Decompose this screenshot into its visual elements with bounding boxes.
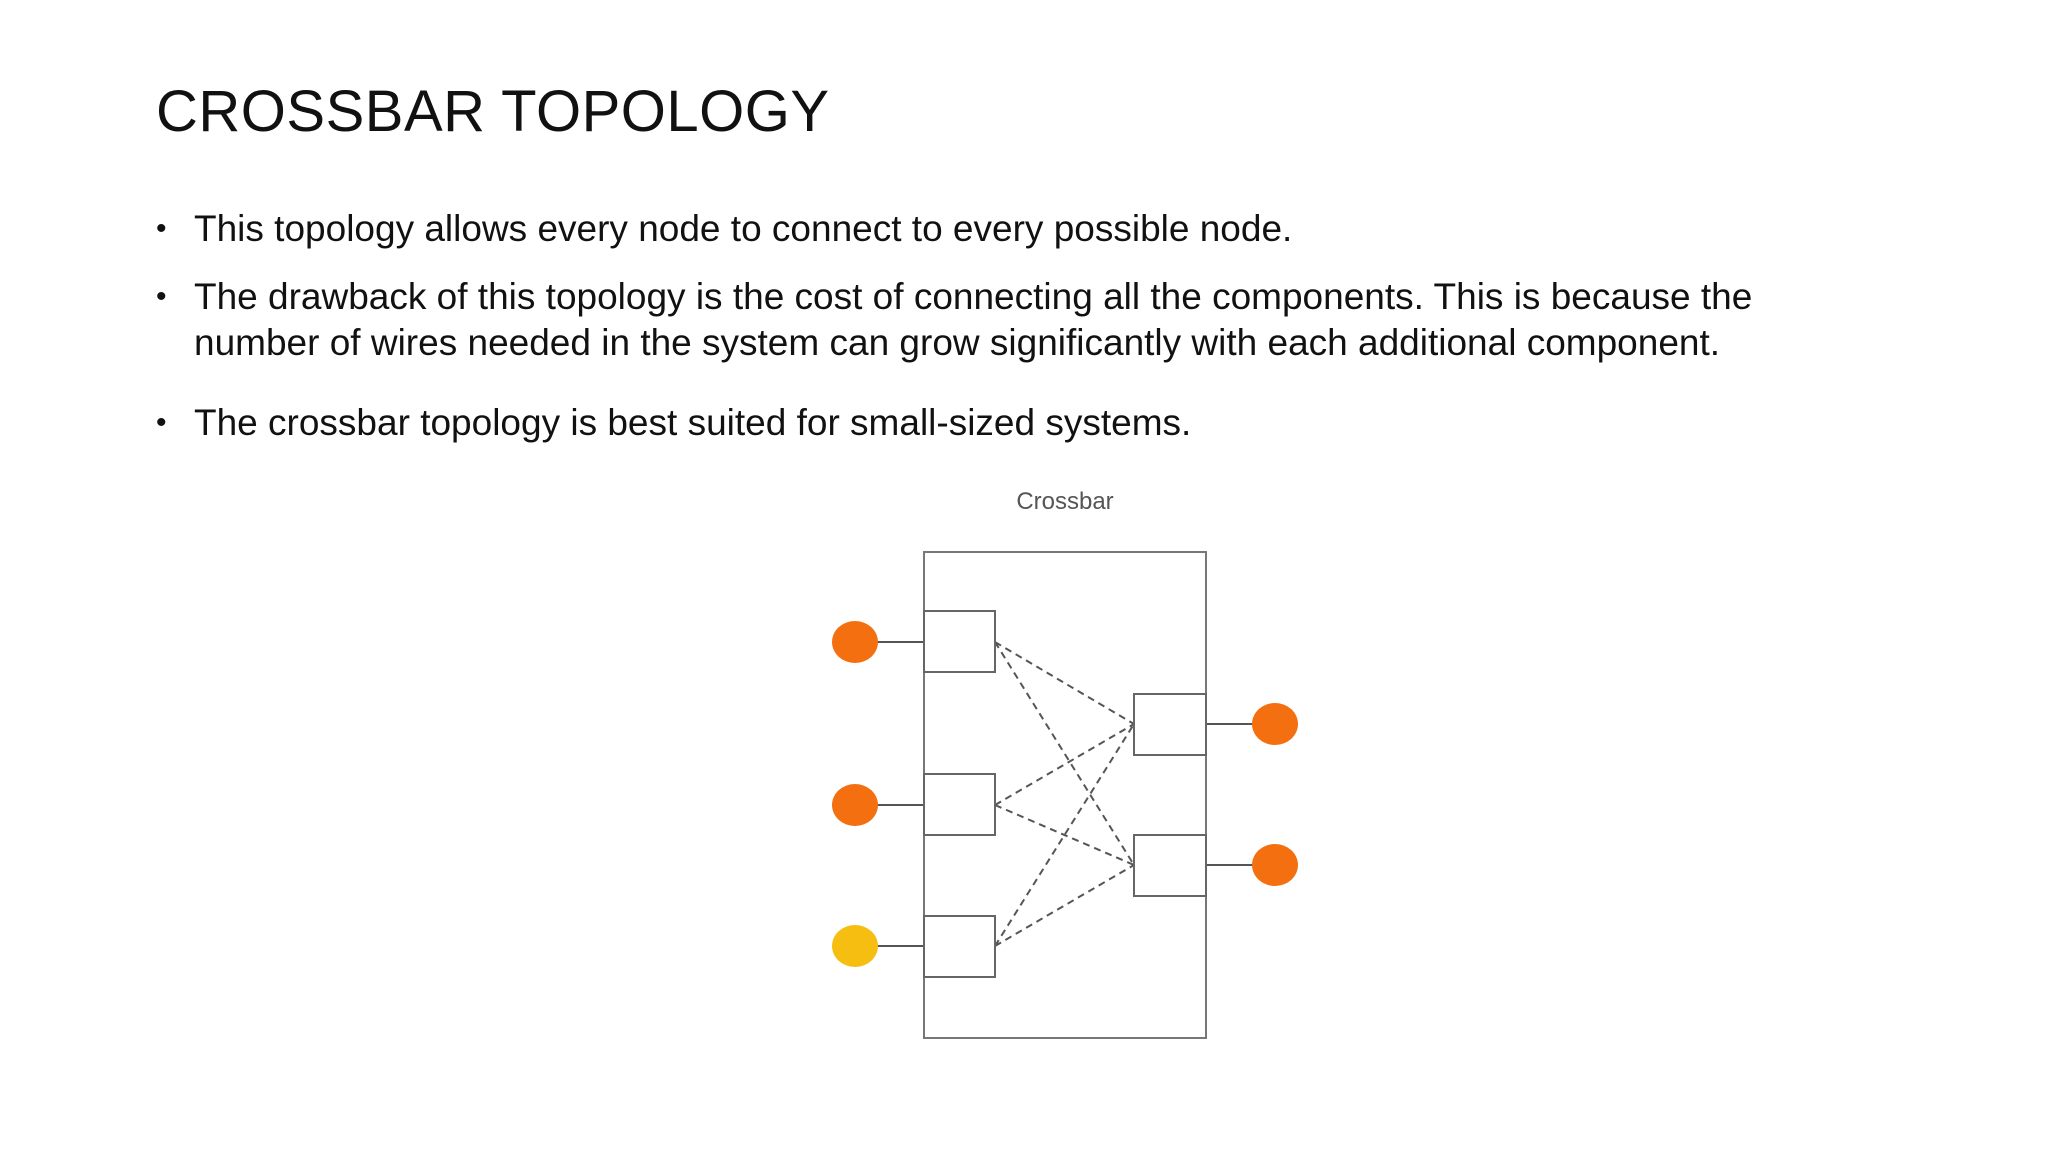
- dashed-link: [994, 723, 1135, 806]
- right-links: [1206, 723, 1275, 866]
- node-circle: [1252, 703, 1298, 745]
- bullet-text: This topology allows every node to conne…: [194, 208, 1293, 249]
- bullet-marker: •: [156, 280, 167, 313]
- bullet-item: • The drawback of this topology is the c…: [156, 274, 1876, 366]
- node-circle: [832, 621, 878, 663]
- dashed-connections: [994, 641, 1135, 947]
- switch-box: [923, 773, 996, 836]
- bullet-marker: •: [156, 212, 167, 245]
- bullet-marker: •: [156, 406, 167, 439]
- slide-title: CROSSBAR TOPOLOGY: [156, 79, 830, 144]
- bullet-item: • This topology allows every node to con…: [156, 206, 1876, 252]
- left-switches: [923, 610, 996, 978]
- bullet-list: • This topology allows every node to con…: [156, 206, 1876, 446]
- bullet-item: • The crossbar topology is best suited f…: [156, 400, 1876, 446]
- diagram-label: Crossbar: [1016, 488, 1113, 515]
- node-circle: [832, 925, 878, 967]
- bullet-text: The drawback of this topology is the cos…: [194, 276, 1753, 363]
- dashed-link: [994, 864, 1135, 947]
- dashed-link: [994, 641, 1135, 725]
- bullet-text: The crossbar topology is best suited for…: [194, 402, 1192, 443]
- switch-box: [1133, 834, 1207, 897]
- node-circle: [1252, 844, 1298, 886]
- dashed-link: [994, 641, 1135, 866]
- dashed-link: [994, 723, 1135, 947]
- right-switches: [1133, 693, 1207, 897]
- right-nodes: [1252, 703, 1298, 886]
- left-nodes: [832, 621, 878, 967]
- crossbar-diagram: Crossbar: [832, 488, 1298, 1039]
- switch-box: [923, 915, 996, 978]
- switch-box: [1133, 693, 1207, 756]
- dashed-link: [994, 804, 1135, 866]
- node-circle: [832, 784, 878, 826]
- switch-box: [923, 610, 996, 673]
